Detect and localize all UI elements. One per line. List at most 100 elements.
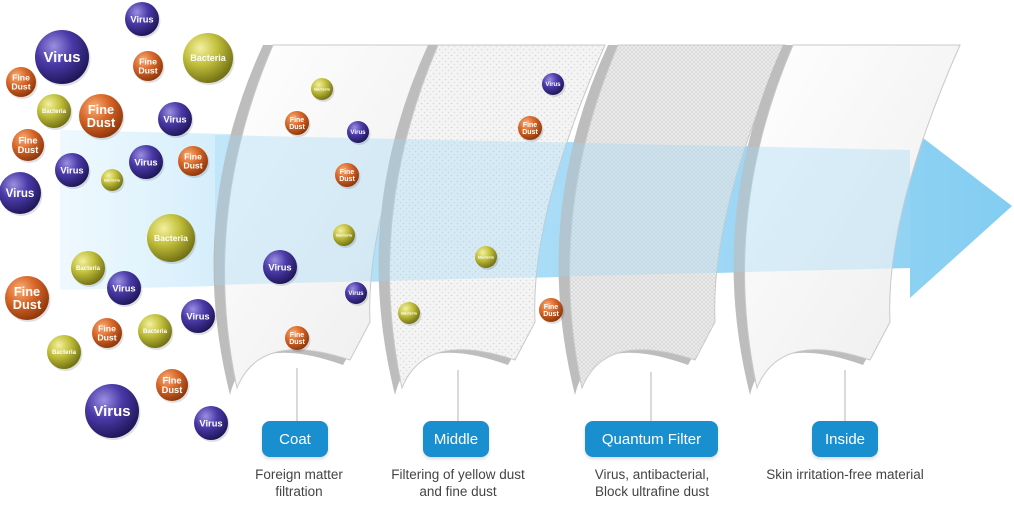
fine-dust-particle-label: Dust [183, 160, 202, 170]
virus-particle-label: Virus [60, 164, 83, 175]
virus-particle: Virus [125, 2, 161, 38]
virus-particle-label: Virus [130, 13, 153, 24]
fine-dust-particle-label: Dust [289, 339, 305, 346]
virus-particle-label: Virus [163, 113, 186, 124]
layer-panel-inside [733, 44, 961, 395]
bacteria-particle: Bacteria [398, 302, 422, 326]
virus-particle: Virus [0, 172, 43, 216]
virus-particle: Virus [347, 121, 371, 145]
label-connectors [296, 368, 846, 421]
fine-dust-particle-label: Fine [98, 324, 116, 334]
layer-panel-quantum-filter [558, 44, 786, 395]
fine-dust-particle-label: Fine [544, 304, 558, 311]
fine-dust-particle-label: Dust [18, 145, 39, 155]
fine-dust-particle-label: Fine [290, 117, 304, 124]
virus-particle: Virus [542, 73, 566, 97]
layer-quantum-filter-description: Virus, antibacterial, Block ultrafine du… [594, 467, 710, 499]
bacteria-particle: Bacteria [183, 33, 235, 85]
bacteria-particle-label: Bacteria [52, 349, 77, 356]
fine-dust-particle-label: Dust [97, 332, 116, 342]
bacteria-particle: Bacteria [147, 214, 197, 264]
virus-particle: Virus [158, 102, 194, 138]
virus-particle-label: Virus [44, 50, 81, 66]
layer-middle-description: Filtering of yellow dust and fine dust [391, 467, 525, 499]
fine-dust-particle-label: Fine [184, 152, 202, 162]
virus-particle: Virus [181, 299, 217, 335]
fine-dust-particle-label: Dust [162, 385, 183, 395]
bacteria-particle: Bacteria [101, 169, 125, 193]
virus-particle: Virus [55, 153, 91, 189]
virus-particle: Virus [345, 282, 369, 306]
bacteria-particle: Bacteria [71, 251, 107, 287]
virus-particle: Virus [194, 406, 230, 442]
virus-particle-label: Virus [6, 187, 35, 200]
layer-inside-description: Skin irritation-free material [766, 467, 924, 482]
bacteria-particle: Bacteria [311, 78, 335, 102]
bacteria-particle-label: Bacteria [104, 177, 121, 182]
fine-dust-particle-label: Dust [87, 115, 116, 130]
layer-panel-middle [378, 44, 606, 395]
bacteria-particle-label: Bacteria [143, 328, 168, 335]
layer-coat-button[interactable]: Coat [262, 421, 328, 457]
layer-middle-button[interactable]: Middle [423, 421, 489, 457]
fine-dust-particle-label: Fine [12, 73, 30, 83]
fine-dust-particle-label: Dust [339, 176, 355, 183]
bacteria-particle: Bacteria [138, 314, 174, 350]
virus-particle-label: Virus [112, 282, 135, 293]
fine-dust-particle-label: Dust [522, 129, 538, 136]
fine-dust-particle-label: Dust [138, 65, 157, 75]
fine-dust-particle-label: Dust [543, 311, 559, 318]
bacteria-particle: Bacteria [47, 335, 83, 371]
fine-dust-particle-label: Fine [523, 122, 537, 129]
bacteria-particle-label: Bacteria [336, 232, 353, 237]
virus-particle-label: Virus [199, 417, 222, 428]
fine-dust-particle-label: Dust [289, 124, 305, 131]
virus-particle: Virus [129, 145, 165, 181]
bacteria-particle: Bacteria [37, 94, 73, 130]
fine-dust-particle-label: Fine [290, 332, 304, 339]
fine-dust-particle-label: Fine [88, 102, 114, 117]
virus-particle-label: Virus [186, 310, 209, 321]
virus-particle-label: Virus [268, 261, 291, 272]
bacteria-particle-label: Bacteria [190, 53, 227, 63]
layer-panel-coat [213, 44, 441, 395]
fine-dust-particle-label: Fine [14, 284, 40, 299]
virus-particle-label: Virus [134, 156, 157, 167]
layer-inside-button[interactable]: Inside [812, 421, 878, 457]
air-flow-overlay [215, 135, 910, 285]
bacteria-particle-label: Bacteria [76, 265, 101, 272]
particles: VirusVirusFineDustFineDustBacteriaBacter… [0, 2, 566, 442]
virus-particle: Virus [35, 30, 91, 86]
bacteria-particle-label: Bacteria [42, 108, 67, 115]
fine-dust-particle-label: Fine [340, 169, 354, 176]
filter-layers [213, 44, 961, 395]
virus-particle-label: Virus [350, 129, 366, 136]
fine-dust-particle-label: Fine [162, 376, 181, 386]
virus-particle: Virus [107, 271, 143, 307]
bacteria-particle-label: Bacteria [314, 86, 331, 91]
virus-particle: Virus [85, 384, 141, 440]
virus-particle: Virus [263, 250, 299, 286]
layer-coat-description: Foreign matter filtration [255, 467, 343, 499]
bacteria-particle: Bacteria [333, 224, 357, 248]
fine-dust-particle-label: Dust [13, 297, 42, 312]
fine-dust-particle-label: Fine [18, 136, 37, 146]
bacteria-particle-label: Bacteria [154, 233, 188, 243]
virus-particle-label: Virus [545, 81, 561, 88]
layer-quantum-filter-button[interactable]: Quantum Filter [585, 421, 718, 457]
fine-dust-particle-label: Fine [139, 57, 157, 67]
